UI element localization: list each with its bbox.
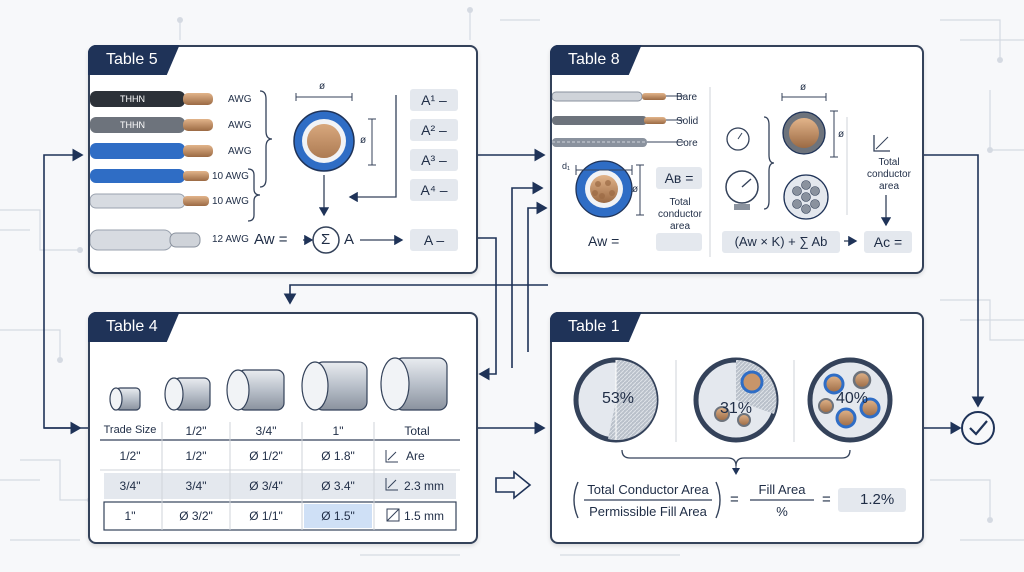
row1-col4: Ø 1.8"	[321, 449, 355, 463]
wire-gauge-5: 10 AWG	[212, 196, 249, 207]
diameter-side-right: ø	[838, 129, 845, 140]
formula-a: A	[344, 231, 355, 248]
formula-result: A –	[410, 229, 458, 251]
conduit-illustration	[100, 357, 460, 531]
wire-tag-2: THHN	[120, 120, 145, 130]
area-label-2: A² –	[410, 119, 458, 141]
row1-col2: 1/2"	[185, 449, 207, 463]
strand-label-bare: Bare	[676, 92, 698, 103]
strand-label-core: Core	[676, 138, 698, 149]
row3-col4: Ø 1.5"	[321, 509, 355, 523]
wire-tag-1: THHN	[120, 94, 145, 104]
wire-gauge-3: AWG	[228, 146, 252, 157]
total-conductor-line2: conductor	[658, 209, 702, 220]
table5-panel: Table 5 THHN THHN AWG AWG	[88, 45, 478, 274]
diameter-side: ø	[632, 184, 639, 195]
header-1: 1"	[332, 424, 344, 438]
wire-bundle-illustration	[90, 90, 404, 254]
fraction-numerator: Total Conductor Area	[587, 482, 709, 497]
diameter-top: ø	[319, 81, 326, 92]
diameter-right: ø	[360, 135, 367, 146]
formula-aw: Aw =	[254, 231, 288, 248]
area-label-3: A³ –	[410, 149, 458, 171]
header-3-4: 3/4"	[255, 424, 277, 438]
equals-1: =	[730, 491, 739, 508]
diameter-top-right: ø	[800, 82, 807, 93]
right-total-line3: area	[878, 181, 899, 192]
row2-col4: Ø 3.4"	[321, 479, 355, 493]
conductor-illustration	[552, 87, 892, 257]
ab-label: Aʙ =	[656, 167, 702, 189]
right-total-line2: conductor	[867, 169, 911, 180]
table1-title: Table 1	[550, 312, 642, 342]
fill-area-label: Fill Area	[758, 482, 806, 497]
row2-col1: 3/4"	[119, 479, 141, 493]
table4-panel: Table 4 Trade Size 1/2" 3/4" 1" Total 1/…	[88, 312, 478, 544]
header-total: Total	[404, 424, 430, 438]
percent-2: 31%	[720, 400, 753, 417]
row3-col5: 1.5 mm	[404, 509, 445, 523]
area-label-1: A¹ –	[410, 89, 458, 111]
fraction-denominator: Permissible Fill Area	[589, 504, 707, 519]
strand-label-solid: Solid	[676, 116, 699, 127]
fill-diagrams	[573, 357, 893, 519]
row2-col5: 2.3 mm	[404, 479, 445, 493]
row3-col2: Ø 3/2"	[179, 509, 213, 523]
row2-col2: 3/4"	[185, 479, 207, 493]
aw-value-box	[656, 233, 702, 251]
d1-label: d₁	[562, 161, 571, 171]
header-1-2: 1/2"	[185, 424, 207, 438]
table8-panel: Table 8 Bar	[550, 45, 924, 274]
fill-area-percent: %	[776, 504, 788, 519]
total-conductor-line3: area	[669, 221, 690, 232]
fill-result-value: 1.2%	[860, 491, 895, 508]
wire-gauge-1: AWG	[228, 94, 252, 105]
wire-gauge-6: 12 AWG	[212, 234, 249, 245]
equals-2: =	[822, 491, 831, 508]
header-trade-size: Trade Size	[103, 424, 157, 436]
right-total-line1: Total	[878, 157, 900, 168]
row1-col5: Are	[406, 449, 425, 463]
table5-title: Table 5	[88, 45, 180, 75]
total-conductor-line1: Total	[669, 197, 691, 208]
fill-result	[838, 488, 906, 512]
percent-1: 53%	[602, 390, 635, 407]
check-icon	[961, 411, 995, 445]
ac-result: Ac =	[864, 231, 912, 253]
row1-col3: Ø 1/2"	[249, 449, 283, 463]
row3-col1: 1"	[124, 509, 136, 523]
row3-col3: Ø 1/1"	[249, 509, 283, 523]
wire-gauge-2: AWG	[228, 120, 252, 131]
row2-col3: Ø 3/4"	[249, 479, 283, 493]
table8-title: Table 8	[550, 45, 642, 75]
table4-title: Table 4	[88, 312, 180, 342]
table8-formula: (Aw × K) + ∑ Ab	[722, 231, 840, 253]
area-label-4: A⁴ –	[410, 179, 458, 201]
row1-col1: 1/2"	[119, 449, 141, 463]
table1-panel: Table 1 53% 31% 4	[550, 312, 924, 544]
wire-gauge-4: 10 AWG	[212, 171, 249, 182]
aw-label: Aw =	[588, 233, 620, 249]
percent-3: 40%	[836, 390, 869, 407]
formula-sum-symbol: Σ	[321, 231, 331, 248]
